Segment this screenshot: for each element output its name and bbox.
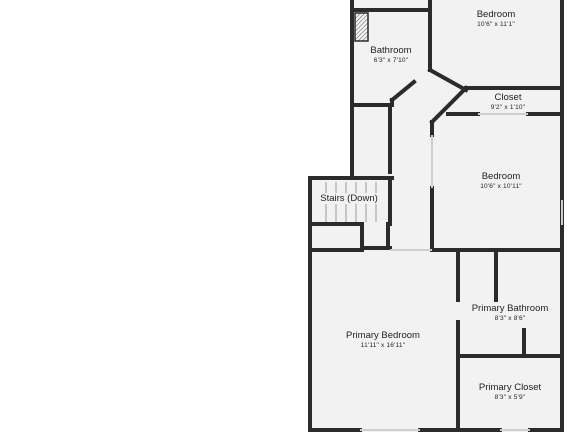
room-name: Primary Bathroom: [471, 303, 549, 314]
hatched-shaft: [354, 12, 369, 42]
room-dims: 10'6" x 10'11": [480, 183, 522, 190]
room-name: Stairs (Down): [320, 193, 378, 204]
room-dims: 6'3" x 7'10": [373, 57, 409, 64]
room-name: Bedroom: [476, 9, 516, 20]
floor-areas: [310, 0, 562, 432]
room-label-primary-bedroom: Primary Bedroom 11'11" x 16'11": [346, 330, 420, 350]
openings: [360, 113, 563, 431]
room-dims: 10'6" x 11'1": [477, 21, 515, 28]
room-label-bathroom: Bathroom 6'3" x 7'10": [370, 45, 411, 65]
room-dims: 8'3" x 5'9": [494, 394, 526, 401]
room-name: Bathroom: [370, 45, 412, 56]
room-dims: 8'3" x 8'6": [494, 315, 526, 322]
room-name: Primary Bedroom: [346, 330, 420, 341]
room-label-stairs: Stairs (Down): [319, 193, 379, 204]
room-label-primary-bathroom: Primary Bathroom 8'3" x 8'6": [472, 303, 549, 323]
walls: [308, 0, 564, 432]
room-label-closet: Closet 9'2" x 1'10": [491, 92, 525, 112]
room-name: Primary Closet: [478, 382, 542, 393]
room-label-bedroom-top: Bedroom 10'6" x 11'1": [477, 9, 516, 29]
room-dims: 11'11" x 16'11": [360, 342, 406, 349]
room-label-primary-closet: Primary Closet 8'3" x 5'9": [479, 382, 541, 402]
room-label-bedroom-mid: Bedroom 10'6" x 10'11": [480, 171, 522, 191]
room-name: Bedroom: [481, 171, 521, 182]
room-dims: 9'2" x 1'10": [490, 104, 526, 111]
room-name: Closet: [494, 92, 522, 103]
